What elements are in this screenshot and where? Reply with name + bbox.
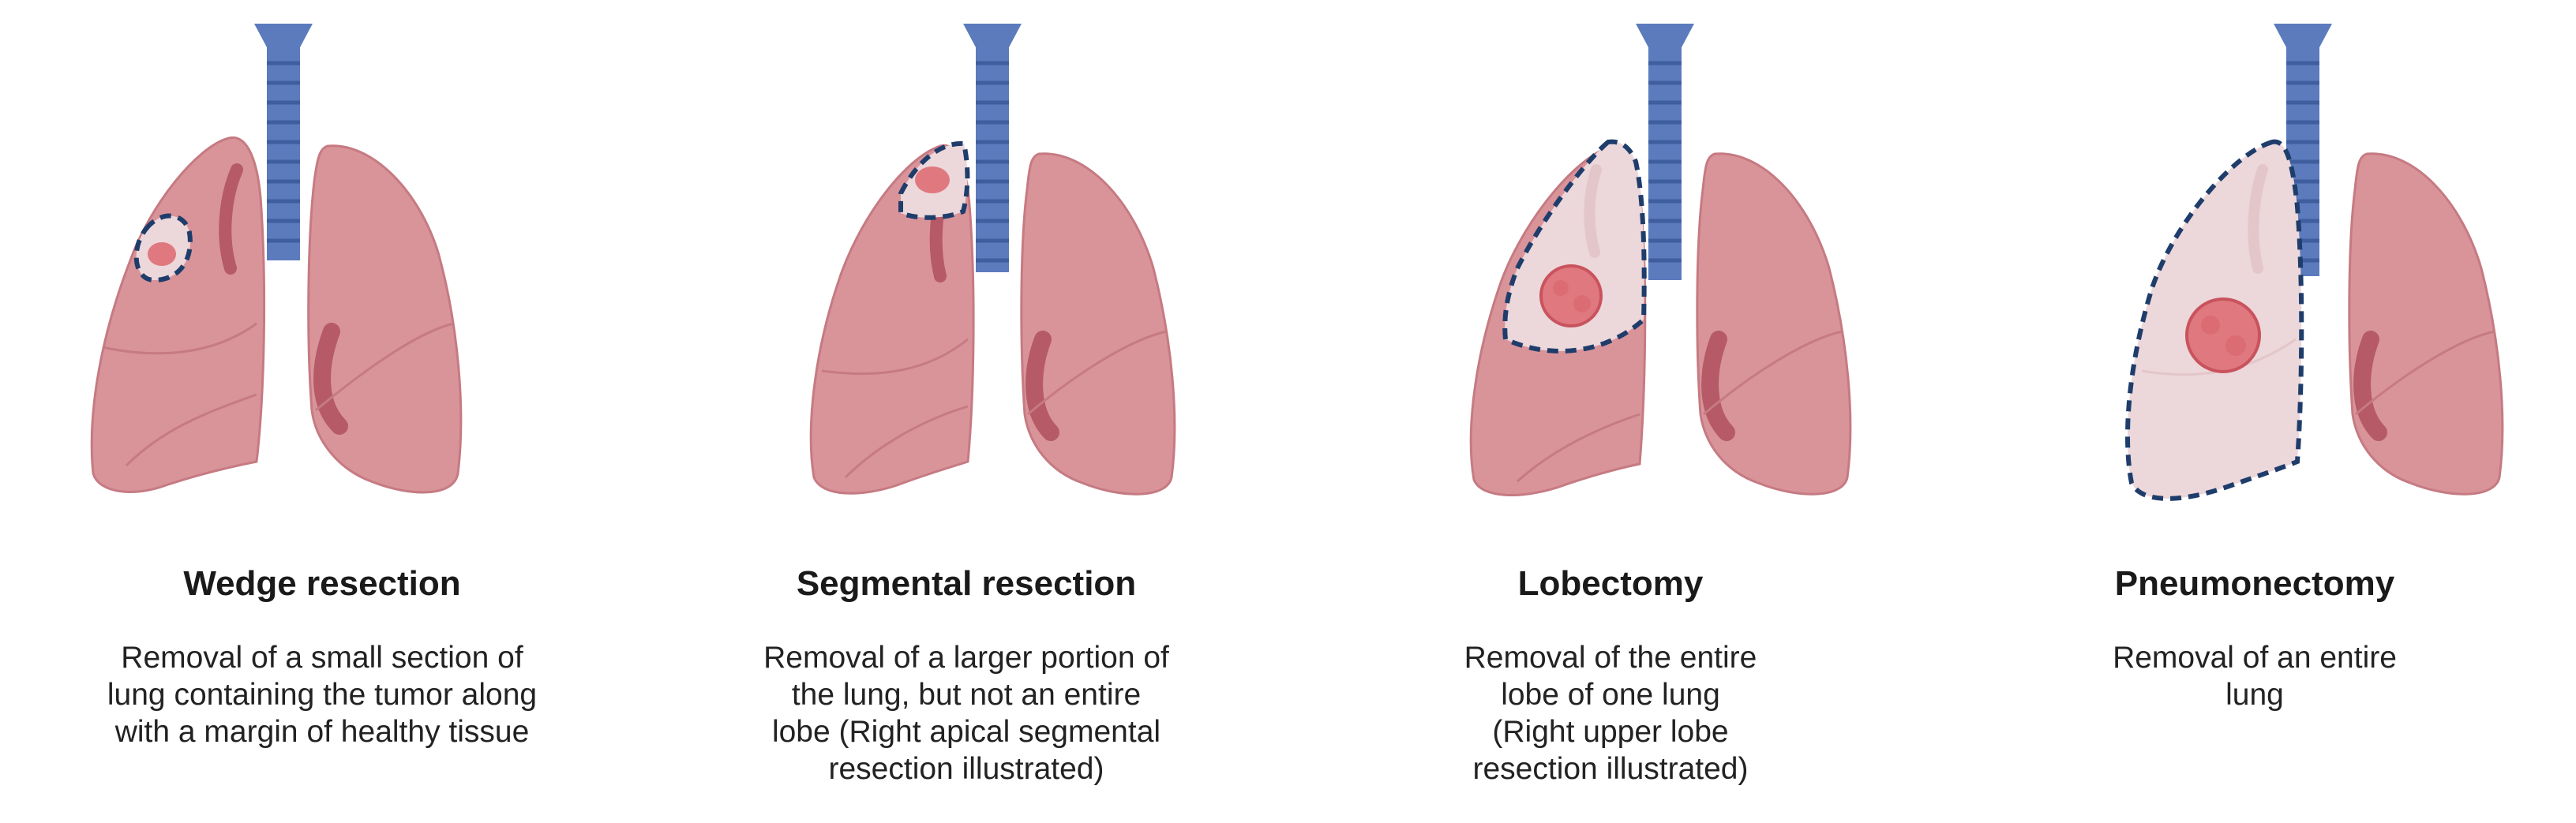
- segmental-resection-illustration: [809, 24, 1176, 496]
- panel-description: Removal of a larger portion of the lung,…: [763, 641, 1169, 786]
- panel-title: Lobectomy: [1517, 564, 1704, 603]
- panel-lobectomy: Lobectomy Removal of the entire lobe of …: [1288, 0, 1933, 823]
- panel-description: Removal of an entire lung: [2113, 641, 2397, 712]
- panel-title: Segmental resection: [796, 564, 1137, 603]
- panel-title: Pneumonectomy: [2114, 564, 2395, 603]
- trachea: [963, 24, 1022, 272]
- trachea: [1636, 24, 1694, 280]
- left-lung: [307, 144, 463, 494]
- trachea: [254, 24, 313, 260]
- pneumonectomy-illustration: [2125, 24, 2504, 501]
- left-lung: [1020, 152, 1176, 496]
- tumor: [148, 242, 176, 266]
- tumor: [2185, 297, 2261, 373]
- panel-pneumonectomy: Pneumonectomy Removal of an entire lung: [1933, 0, 2576, 823]
- tumor: [915, 166, 950, 193]
- panel-title: Wedge resection: [183, 564, 461, 603]
- lobectomy-illustration: [1469, 24, 1852, 496]
- panel-wedge-resection: Wedge resection Removal of a small secti…: [0, 0, 644, 823]
- panel-description: Removal of a small section of lung conta…: [107, 641, 538, 749]
- left-lung: [2348, 152, 2504, 496]
- tumor: [1539, 264, 1603, 327]
- right-lung: [90, 136, 266, 493]
- panel-description: Removal of the entire lobe of one lung (…: [1464, 641, 1757, 786]
- wedge-resection-illustration: [90, 24, 463, 494]
- panel-segmental-resection: Segmental resection Removal of a larger …: [644, 0, 1288, 823]
- left-lung: [1696, 152, 1852, 496]
